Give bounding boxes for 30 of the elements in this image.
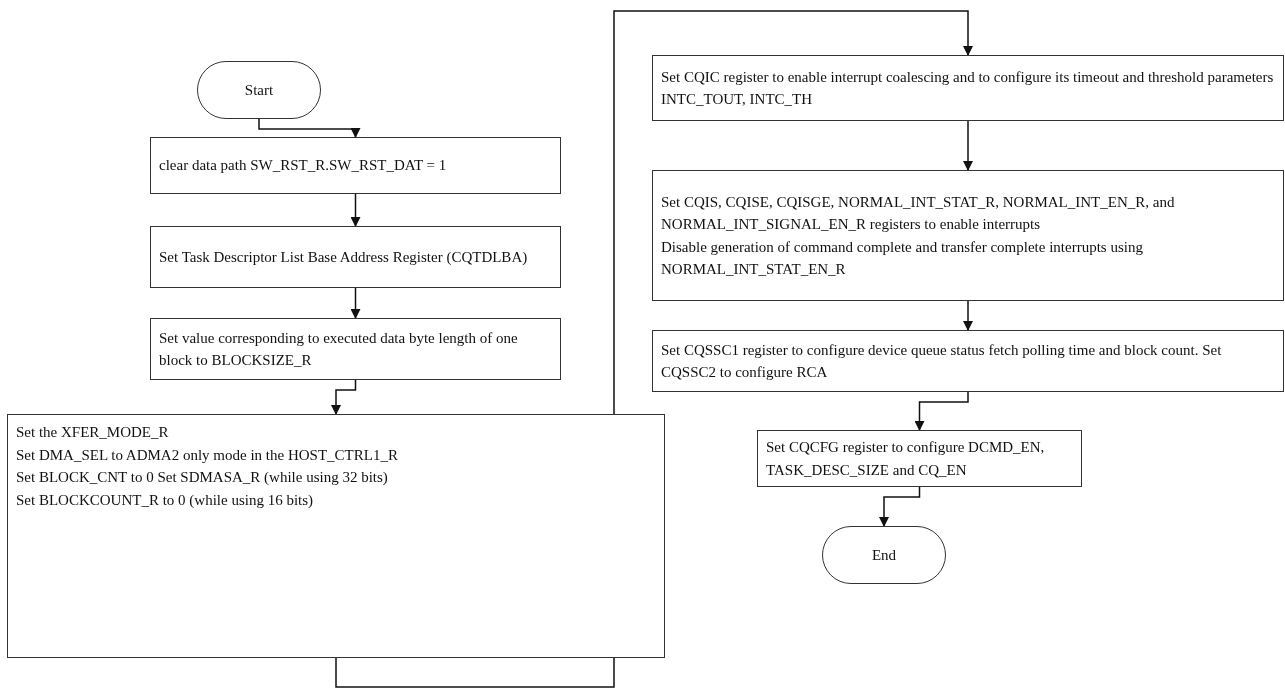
node-text: Set CQIS, CQISE, CQISGE, NORMAL_INT_STAT_R, NORMAL_INT_EN_R, and NORMAL_INT_SIGNAL_EN_R registers to enable interrupts: [661, 192, 1176, 234]
arrow: [331, 379, 357, 415]
process-box: [150, 318, 561, 380]
arrow: [963, 300, 973, 331]
node-text: End: [871, 545, 897, 565]
process-box: [7, 414, 665, 658]
arrow: [963, 120, 973, 171]
process-box: [150, 226, 561, 288]
process-box: [150, 137, 561, 194]
node-text: Set CQSSC1 register to configure device queue status fetch polling time and block count. Set CQSSC2 to configure RCA: [661, 340, 1223, 382]
node-text: Set BLOCK_CNT to 0 Set SDMASA_R (while using 32 bits): [16, 468, 388, 487]
arrow: [350, 287, 361, 319]
process-box: [757, 430, 1082, 487]
process-box: [652, 55, 1284, 121]
process-box: [652, 330, 1284, 392]
process-box: [652, 170, 1284, 301]
node-text: clear data path SW_RST_R.SW_RST_DAT = 1: [159, 156, 447, 176]
node-text: Start: [244, 80, 274, 100]
node-text: Set CQCFG register to configure DCMD_EN, TASK_DESC_SIZE and CQ_EN: [766, 438, 1046, 480]
node-text: Set the XFER_MODE_R: [16, 423, 169, 442]
node-text: Disable generation of command complete and transfer complete interrupts using NORMAL_INT_STAT_EN_R: [661, 237, 1144, 279]
node-text: Set value corresponding to executed data byte length of one block to BLOCKSIZE_R: [159, 328, 519, 370]
node-text: Set DMA_SEL to ADMA2 only mode in the HOST_CTRL1_R: [16, 445, 398, 465]
arrow: [350, 193, 361, 227]
arrow: [258, 118, 361, 138]
arrow: [914, 391, 969, 431]
node-text: Set BLOCKCOUNT_R to 0 (while using 16 bits): [16, 490, 314, 510]
arrow: [879, 486, 921, 527]
node-text: Set Task Descriptor List Base Address Register (CQTDLBA): [159, 247, 528, 267]
node-text: Set CQIC register to enable interrupt coalescing and to configure its timeout and threshold parameters INTC_TOUT, INTC_TH: [661, 67, 1275, 109]
